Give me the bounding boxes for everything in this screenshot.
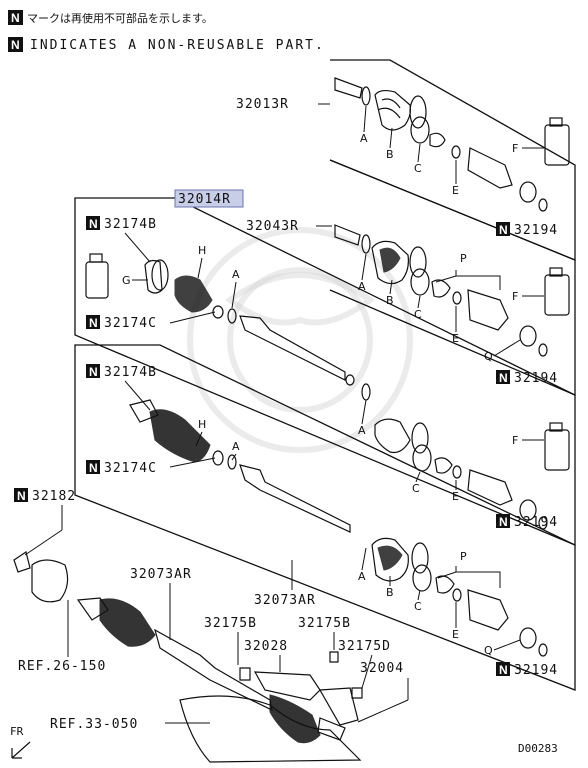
- svg-text:C: C: [412, 482, 420, 495]
- svg-text:B: B: [386, 294, 394, 307]
- letter-A: A: [360, 132, 368, 145]
- panel-32014R: [74, 197, 576, 546]
- lower-assembly: [13, 551, 363, 763]
- label-fr: FR: [10, 725, 24, 738]
- svg-text:N: N: [499, 371, 508, 385]
- svg-text:P: P: [460, 550, 467, 563]
- svg-text:N: N: [89, 365, 98, 379]
- label-32174B-upper: 32174B: [104, 217, 157, 232]
- svg-text:E: E: [452, 628, 459, 641]
- n-mark-icon: [496, 514, 510, 528]
- letter-callouts: A B C E F A B C E F P Q G H A H A A: [122, 105, 544, 657]
- svg-text:A: A: [232, 440, 240, 453]
- svg-text:E: E: [452, 332, 459, 345]
- svg-text:N: N: [89, 461, 98, 475]
- part-group-32013R: [334, 77, 570, 212]
- svg-text:Q: Q: [484, 350, 493, 363]
- label-ref-33-050: REF.33-050: [50, 717, 138, 732]
- label-32014R-highlight[interactable]: [174, 189, 244, 208]
- n-mark-letter: N: [11, 38, 20, 52]
- n-mark-icon: [14, 488, 28, 502]
- label-32073AR-left: 32073AR: [130, 567, 192, 582]
- label-32174C-upper: 32174C: [104, 316, 157, 331]
- svg-text:F: F: [512, 290, 518, 303]
- n-mark-icon: [86, 216, 100, 230]
- label-32175B-left: 32175B: [204, 616, 257, 631]
- label-ref-26-150: REF.26-150: [18, 659, 106, 674]
- label-32004: 32004: [360, 661, 404, 676]
- svg-text:C: C: [414, 308, 422, 321]
- header-jp: マークは再使用不可部品を示します。: [27, 11, 213, 25]
- label-32028: 32028: [244, 639, 288, 654]
- panel-32043R: [329, 159, 576, 396]
- svg-text:F: F: [512, 434, 518, 447]
- svg-text:C: C: [414, 600, 422, 613]
- label-32014R[interactable]: 32014R: [178, 192, 231, 207]
- svg-text:N: N: [89, 316, 98, 330]
- panel-32073AR: [74, 344, 576, 691]
- svg-text:Q: Q: [484, 644, 493, 657]
- label-32174C-lower: 32174C: [104, 461, 157, 476]
- svg-text:A: A: [358, 280, 366, 293]
- front-arrow-icon: [11, 741, 31, 759]
- svg-text:H: H: [198, 418, 206, 431]
- n-mark-icon: [86, 364, 100, 378]
- part-group-32043R: [334, 224, 570, 357]
- letter-B: B: [386, 148, 394, 161]
- label-32182: 32182: [32, 489, 76, 504]
- letter-F: F: [512, 142, 518, 155]
- svg-text:A: A: [358, 424, 366, 437]
- label-32194-3: 32194: [514, 515, 558, 530]
- watermark-emblem: [187, 227, 413, 453]
- header-en: INDICATES A NON-REUSABLE PART.: [30, 38, 325, 53]
- svg-text:A: A: [232, 268, 240, 281]
- label-32174B-lower: 32174B: [104, 365, 157, 380]
- label-diagram-code: D00283: [518, 742, 558, 755]
- svg-text:N: N: [89, 217, 98, 231]
- n-mark-icon: [496, 222, 510, 236]
- svg-text:N: N: [499, 515, 508, 529]
- n-mark-icon: [8, 37, 23, 52]
- svg-text:N: N: [499, 663, 508, 677]
- n-mark-icon: [86, 460, 100, 474]
- n-mark-letter: N: [11, 11, 20, 25]
- svg-text:E: E: [452, 490, 459, 503]
- letter-C: C: [414, 162, 422, 175]
- svg-text:N: N: [499, 223, 508, 237]
- label-32194-1: 32194: [514, 223, 558, 238]
- n-mark-icon: [8, 10, 23, 25]
- n-mark-icon: [496, 370, 510, 384]
- n-mark-icon: [496, 662, 510, 676]
- label-32043R: 32043R: [246, 219, 299, 234]
- letter-E: E: [452, 184, 459, 197]
- label-32175D: 32175D: [338, 639, 391, 654]
- svg-text:N: N: [17, 489, 26, 503]
- svg-text:B: B: [386, 586, 394, 599]
- svg-text:H: H: [198, 244, 206, 257]
- label-32194-2: 32194: [514, 371, 558, 386]
- label-32013R: 32013R: [236, 97, 289, 112]
- label-32194-4: 32194: [514, 663, 558, 678]
- svg-text:G: G: [122, 274, 131, 287]
- label-32073AR-right: 32073AR: [254, 593, 316, 608]
- part-group-32014R: [85, 253, 570, 530]
- n-mark-icon: [86, 315, 100, 329]
- svg-text:A: A: [358, 570, 366, 583]
- label-32175B-right: 32175B: [298, 616, 351, 631]
- svg-text:P: P: [460, 252, 467, 265]
